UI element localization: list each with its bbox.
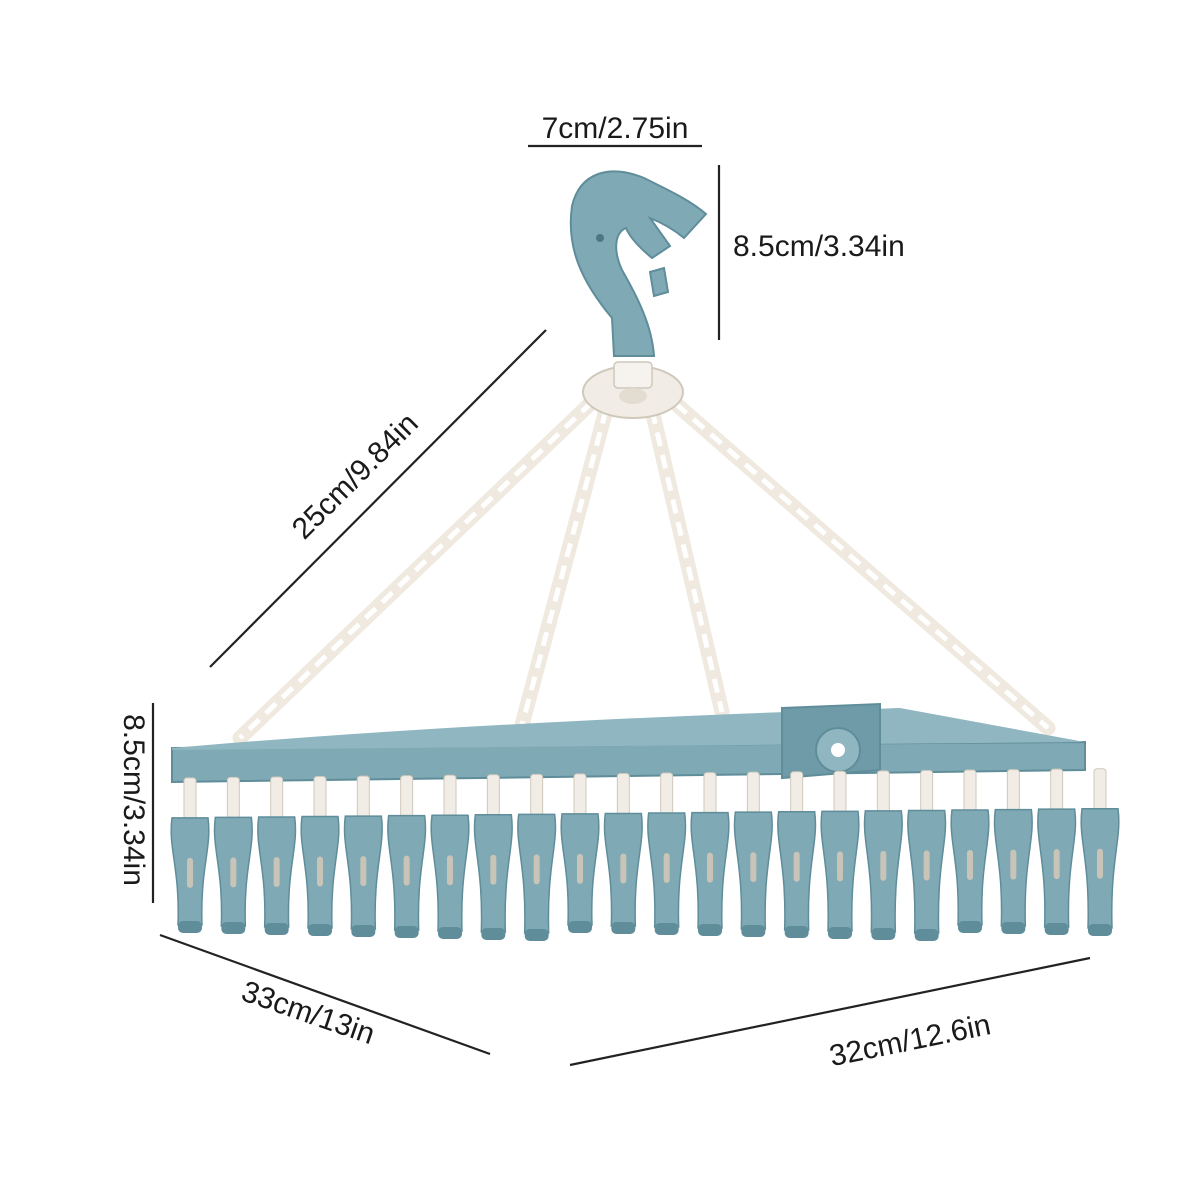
- rectangular-frame: [171, 702, 1086, 784]
- clothespin: [430, 774, 470, 939]
- clothespin: [343, 775, 383, 937]
- hook-width-label: 7cm/2.75in: [542, 112, 689, 145]
- chain-length-line: [209, 329, 547, 668]
- clothespin: [213, 776, 253, 934]
- hanging-chains: [232, 394, 1056, 748]
- clothespin: [993, 769, 1033, 934]
- clothespin: [950, 769, 990, 933]
- hook: [569, 170, 708, 357]
- dimension-lines: [151, 144, 1091, 1067]
- clothespins: [170, 768, 1120, 941]
- frame-depth-line: [159, 933, 491, 1056]
- chain-length-label: 25cm/9.84in: [286, 407, 425, 546]
- clothespin: [863, 770, 903, 940]
- clothespin: [1037, 768, 1077, 935]
- clothespin: [1080, 768, 1120, 936]
- clothespin: [733, 771, 773, 937]
- clothespin: [257, 776, 297, 935]
- clothespin: [777, 771, 817, 938]
- clothespin: [690, 772, 730, 936]
- clothespin: [300, 776, 340, 936]
- clothespin: [820, 770, 860, 939]
- chain-hub: [582, 361, 684, 419]
- hook-height-label: 8.5cm/3.34in: [733, 230, 905, 263]
- clothes-hanger-illustration: [170, 170, 1120, 941]
- clothespin: [560, 773, 600, 933]
- frame-depth-label: 33cm/13in: [237, 975, 379, 1051]
- clothespin: [603, 772, 643, 934]
- frame-width-label: 32cm/12.6in: [827, 1008, 994, 1073]
- clothespin: [387, 775, 427, 938]
- clothespin: [907, 769, 947, 941]
- frame-width-line: [569, 956, 1091, 1067]
- clothespin: [473, 774, 513, 940]
- clothespin: [647, 772, 687, 935]
- clothespin: [517, 773, 557, 941]
- clothespin: [170, 777, 210, 933]
- frame-height-label: 8.5cm/3.34in: [117, 714, 150, 886]
